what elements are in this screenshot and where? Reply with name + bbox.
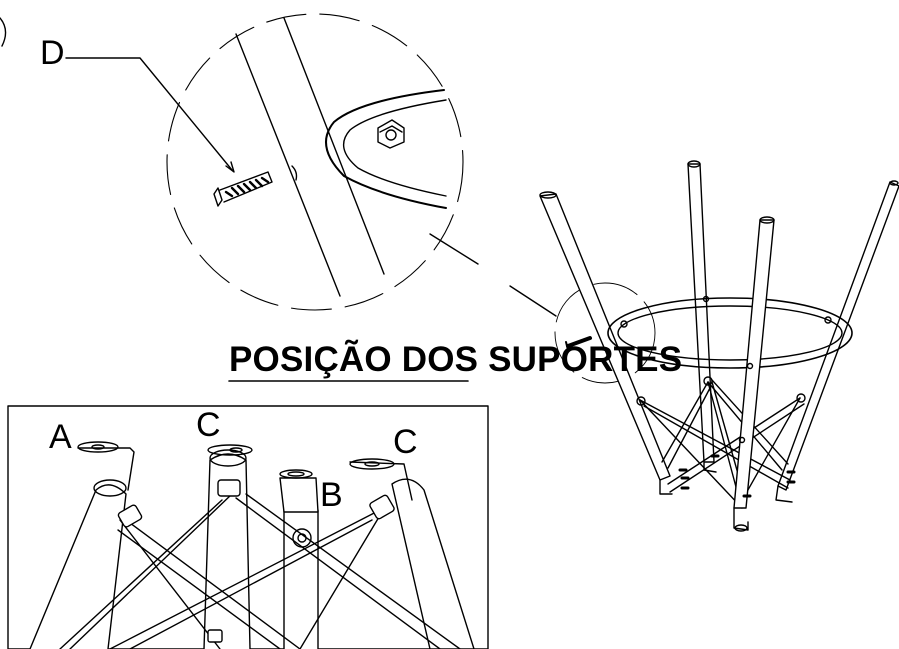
section-title: POSIÇÃO DOS SUPORTES — [229, 340, 683, 379]
leader-arrowhead — [225, 161, 235, 173]
bolt-d-icon — [213, 171, 273, 207]
leader-line-d — [65, 57, 233, 171]
chair-frame — [539, 160, 899, 532]
detail-leg-left-edge — [235, 33, 341, 297]
nut-icon — [117, 479, 395, 643]
part-label-d: D — [40, 34, 65, 72]
edge-arc — [0, 17, 7, 47]
detail-leg-hole — [291, 165, 298, 181]
bracket-label-b: B — [320, 476, 343, 514]
connector-line — [429, 233, 479, 265]
cap-nut-icon — [377, 119, 405, 149]
bracket-label-c-right: C — [393, 423, 418, 461]
detail-leg-right-edge — [283, 17, 385, 275]
connector-line-2 — [509, 285, 557, 317]
detail-circle — [166, 13, 464, 311]
detail-ring-inner — [342, 99, 447, 197]
bracket-label-a: A — [49, 418, 72, 456]
panel-legs — [29, 441, 475, 649]
small-bolt-icon — [565, 336, 592, 351]
photo-panel — [7, 405, 489, 649]
bracket-label-c-left: C — [196, 406, 221, 444]
chair-detail-circle — [554, 282, 656, 384]
detail-ring-outer — [325, 89, 447, 209]
